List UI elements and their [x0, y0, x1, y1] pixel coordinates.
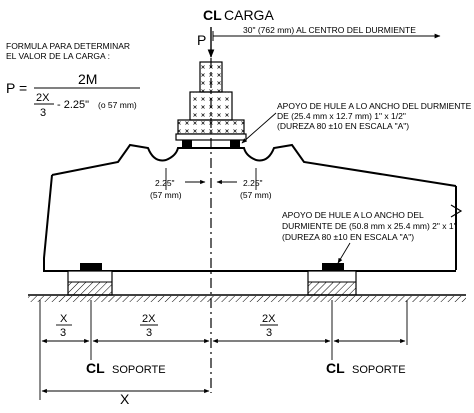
sleeper-body: [43, 143, 463, 272]
dim-x3-num: X: [60, 313, 68, 325]
bottom-pad-leader: [337, 242, 351, 264]
bottom-pad-line1: APOYO DE HULE A LO ANCHO DEL: [282, 210, 424, 220]
top-pad-line2: DE (25.4 mm x 12.7 mm) 1" x 1/2": [277, 111, 406, 121]
formula-numerator: 2M: [78, 71, 97, 87]
formula-heading-line2: EL VALOR DE LA CARGA :: [6, 51, 110, 61]
dim-right-2x3-num: 2X: [262, 313, 276, 325]
load-header: CL CARGA P: [197, 7, 274, 58]
seat-right-mm: (57 mm): [240, 190, 272, 200]
rubber-pad-bottom-right: [322, 263, 344, 271]
top-pad-leader: [241, 112, 277, 144]
bottom-pad-line2: DURMIENTE DE (50.8 mm x 25.4 mm) 2" x 1": [282, 221, 457, 231]
seat-left-mm: (57 mm): [150, 190, 182, 200]
formula-den-num: 2X: [36, 92, 50, 104]
support-hatch-right: [307, 281, 357, 296]
load-p-label: P: [197, 32, 206, 48]
formula-heading-line1: FORMULA PARA DETERMINAR: [6, 41, 130, 51]
bottom-dimensions: X 3 2X 3 2X 3 CL SOPORTE CL SOPORTE X: [39, 300, 408, 407]
rubber-pad-top-left: [182, 140, 192, 148]
carga-title: CARGA: [224, 7, 274, 23]
base-hatch: [28, 296, 466, 302]
cl-right-symbol: CL: [326, 360, 345, 376]
formula-den-note: (o 57 mm): [98, 100, 137, 110]
dim-x-label: X: [120, 391, 130, 407]
seat-right-in: 2.25": [243, 178, 263, 188]
distance-note: 30" (762 mm) AL CENTRO DEL DURMIENTE: [243, 25, 416, 35]
bottom-pad-note: APOYO DE HULE A LO ANCHO DEL DURMIENTE D…: [282, 210, 457, 264]
formula-block: FORMULA PARA DETERMINAR EL VALOR DE LA C…: [6, 41, 140, 119]
dim-left-2x3-den: 3: [146, 327, 152, 339]
sleeper-left-end: [43, 174, 53, 272]
cl-left-symbol: CL: [86, 360, 105, 376]
support-left-label: SOPORTE: [112, 364, 166, 376]
formula-lhs: P =: [6, 80, 27, 96]
top-pad-line1: APOYO DE HULE A LO ANCHO DEL DURMIENTE: [277, 101, 472, 111]
dim-left-2x3-num: 2X: [142, 313, 156, 325]
top-pad-line3: (DUREZA 80 ±10 EN ESCALA "A"): [277, 121, 409, 131]
bottom-pad-line3: (DUREZA 80 ±10 EN ESCALA "A"): [282, 232, 414, 242]
seat-left-in: 2.25": [155, 178, 175, 188]
supports: [28, 263, 466, 302]
centerline-symbol-carga: CL: [203, 7, 222, 23]
support-hatch-left: [67, 281, 113, 296]
dim-right-2x3-den: 3: [266, 327, 272, 339]
support-right-label: SOPORTE: [352, 364, 406, 376]
break-line: [450, 204, 463, 218]
seat-dimensions: 2.25" (57 mm) 2.25" (57 mm): [150, 168, 272, 200]
formula-den-minus: - 2.25": [57, 99, 89, 111]
dim-x3-den: 3: [60, 327, 66, 339]
centerline-distance: 30" (762 mm) AL CENTRO DEL DURMIENTE: [212, 25, 441, 41]
formula-den-den: 3: [40, 107, 46, 119]
rubber-pad-top-right: [230, 140, 240, 148]
rubber-pad-bottom-left: [80, 263, 102, 271]
top-pad-note: APOYO DE HULE A LO ANCHO DEL DURMIENTE D…: [241, 101, 472, 144]
